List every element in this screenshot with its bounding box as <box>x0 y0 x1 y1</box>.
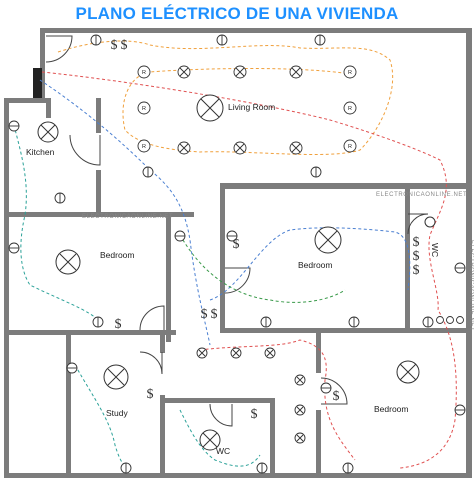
outlet-icon <box>314 34 326 46</box>
room-label-bedroom-center: Bedroom <box>298 260 333 270</box>
light-fixture-icon <box>199 429 221 451</box>
room-labels: Living Room Kitchen Bedroom Bedroom WC S… <box>26 102 440 456</box>
wire-teal-kitchen <box>13 124 101 323</box>
outlet-icon <box>90 34 102 46</box>
light-fixture-icon <box>196 94 224 122</box>
receptacle-icon <box>137 101 151 115</box>
outlet-icon <box>348 316 360 328</box>
outlet-icon <box>8 120 20 132</box>
plan-title: PLANO ELÉCTRICO DE UNA VIVIENDA <box>75 4 399 23</box>
switch-icon: $ <box>413 235 420 250</box>
outlet-icon <box>66 362 78 374</box>
switch-icon: $ <box>251 407 258 422</box>
switch-icon: $ <box>333 389 340 404</box>
wc-right-door <box>407 213 429 235</box>
wire-blue-left <box>39 79 211 346</box>
switch-icon: $ <box>413 249 420 264</box>
outlet-icon <box>320 382 332 394</box>
study-door <box>139 351 163 375</box>
walls <box>4 28 472 478</box>
wall-outlets <box>8 34 466 474</box>
wire-teal-study <box>74 364 131 471</box>
outlet-icon <box>342 462 354 474</box>
outlet-icon <box>256 462 268 474</box>
outlet-icon <box>422 316 434 328</box>
watermark-text: ELECTRONICAONLINE.NET <box>376 192 467 198</box>
light-fixture-icon <box>55 249 81 275</box>
kitchen-door <box>69 134 101 166</box>
outlet-icon <box>120 462 132 474</box>
receptacles <box>137 65 357 153</box>
doors <box>45 35 429 427</box>
watermark-text: ELECTRONICAONLINE.NET <box>82 214 173 220</box>
outlet-icon <box>54 192 66 204</box>
switch-icon: $ <box>211 307 218 322</box>
switch-icon: $ <box>413 263 420 278</box>
wc-bottom-door <box>209 403 233 427</box>
room-label-bedroom-left: Bedroom <box>100 250 135 260</box>
room-label-wc-right: WC <box>430 243 440 257</box>
receptacle-icon <box>137 65 151 79</box>
receptacle-labels: R R R R R R <box>142 70 352 150</box>
receptacle-icon <box>343 101 357 115</box>
light-fixture-icon <box>396 360 420 384</box>
switch-icon: $ <box>115 317 122 332</box>
light-fixture-icon <box>103 364 129 390</box>
svg-text:R: R <box>142 144 146 150</box>
wiring <box>13 40 457 471</box>
room-label-study: Study <box>106 408 128 418</box>
outlet-icon <box>174 230 186 242</box>
light-fixture-icon <box>314 226 342 254</box>
receptacle-icon <box>343 139 357 153</box>
wc-fixtures <box>436 316 464 324</box>
receptacle-icon <box>137 139 151 153</box>
wire-orange-living <box>57 40 394 155</box>
light-fixtures <box>37 94 436 451</box>
svg-text:R: R <box>142 106 146 112</box>
recessed-lights <box>177 65 306 444</box>
wire-red-main <box>41 71 457 469</box>
switch-icon: $ <box>233 237 240 252</box>
outlet-icon <box>226 230 238 242</box>
bedroom-left-door <box>139 305 165 331</box>
outlet-icon <box>216 34 228 46</box>
outlet-icon <box>142 166 154 178</box>
svg-text:R: R <box>348 70 352 76</box>
outlet-icon <box>454 404 466 416</box>
light-fixture-icon <box>37 121 59 143</box>
room-label-kitchen: Kitchen <box>26 147 55 157</box>
room-label-bedroom-bottom: Bedroom <box>374 404 409 414</box>
switch-icon: $ <box>121 38 128 53</box>
svg-text:R: R <box>348 106 352 112</box>
bedroom-center-door <box>224 267 251 294</box>
wire-red-bath <box>199 339 356 461</box>
switches: $ $ $ $ $ $ $ $ $ $ $ $ <box>111 38 420 422</box>
switch-icon: $ <box>147 387 154 402</box>
light-fixture-icon <box>424 216 436 228</box>
switch-icon: $ <box>111 38 118 53</box>
outlet-icon <box>8 242 20 254</box>
outlet-icon <box>92 316 104 328</box>
outlet-icon <box>260 316 272 328</box>
wire-teal-wc <box>179 409 261 467</box>
bedroom-bottom-door <box>320 377 348 405</box>
watermark-text: ELECTRONICAONLINE.NET <box>468 240 474 331</box>
room-label-living: Living Room <box>228 102 275 112</box>
room-label-wc-bottom: WC <box>216 446 230 456</box>
wire-green-center <box>179 234 346 303</box>
switch-icon: $ <box>201 307 208 322</box>
outlet-icon <box>310 166 322 178</box>
svg-text:R: R <box>348 144 352 150</box>
svg-text:R: R <box>142 70 146 76</box>
receptacle-icon <box>343 65 357 79</box>
watermarks: ELECTRONICAONLINE.NET ELECTRONICAONLINE.… <box>82 192 474 331</box>
outlet-icon <box>454 262 466 274</box>
